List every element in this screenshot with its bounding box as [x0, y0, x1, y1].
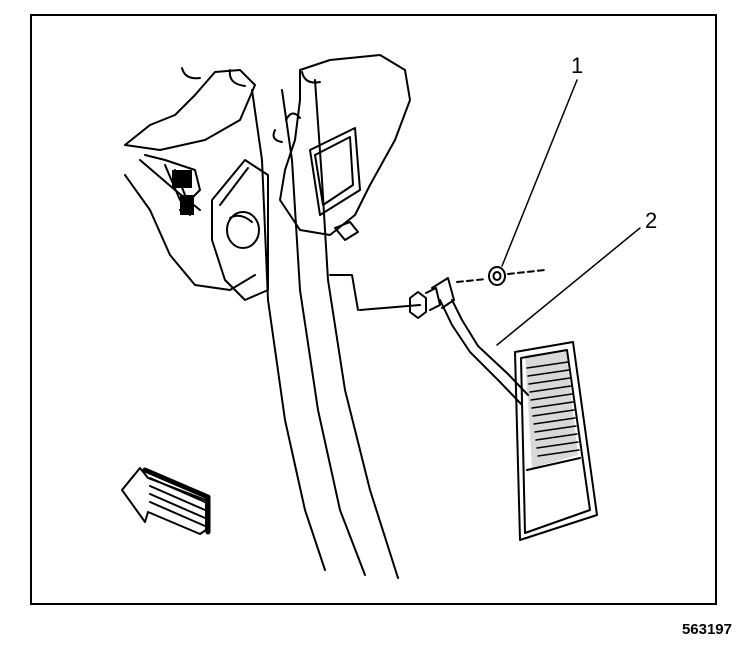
pedal-column: [251, 79, 399, 579]
leader-2: [496, 227, 641, 346]
front-direction-arrow: [121, 467, 211, 535]
callout-2: 2: [645, 208, 658, 233]
dash-housing-right: [272, 54, 411, 241]
accelerator-pad: [514, 341, 598, 541]
accelerator-arm: [439, 299, 529, 406]
figure-id: 563197: [681, 621, 732, 638]
leader-1: [501, 79, 578, 267]
mounting-stud: [359, 277, 455, 319]
pivot-bracket: [211, 159, 269, 301]
callout-1: 1: [571, 53, 584, 78]
callout-leaders: [496, 79, 641, 346]
dash-housing-left: [124, 67, 256, 291]
nut: [456, 266, 546, 286]
